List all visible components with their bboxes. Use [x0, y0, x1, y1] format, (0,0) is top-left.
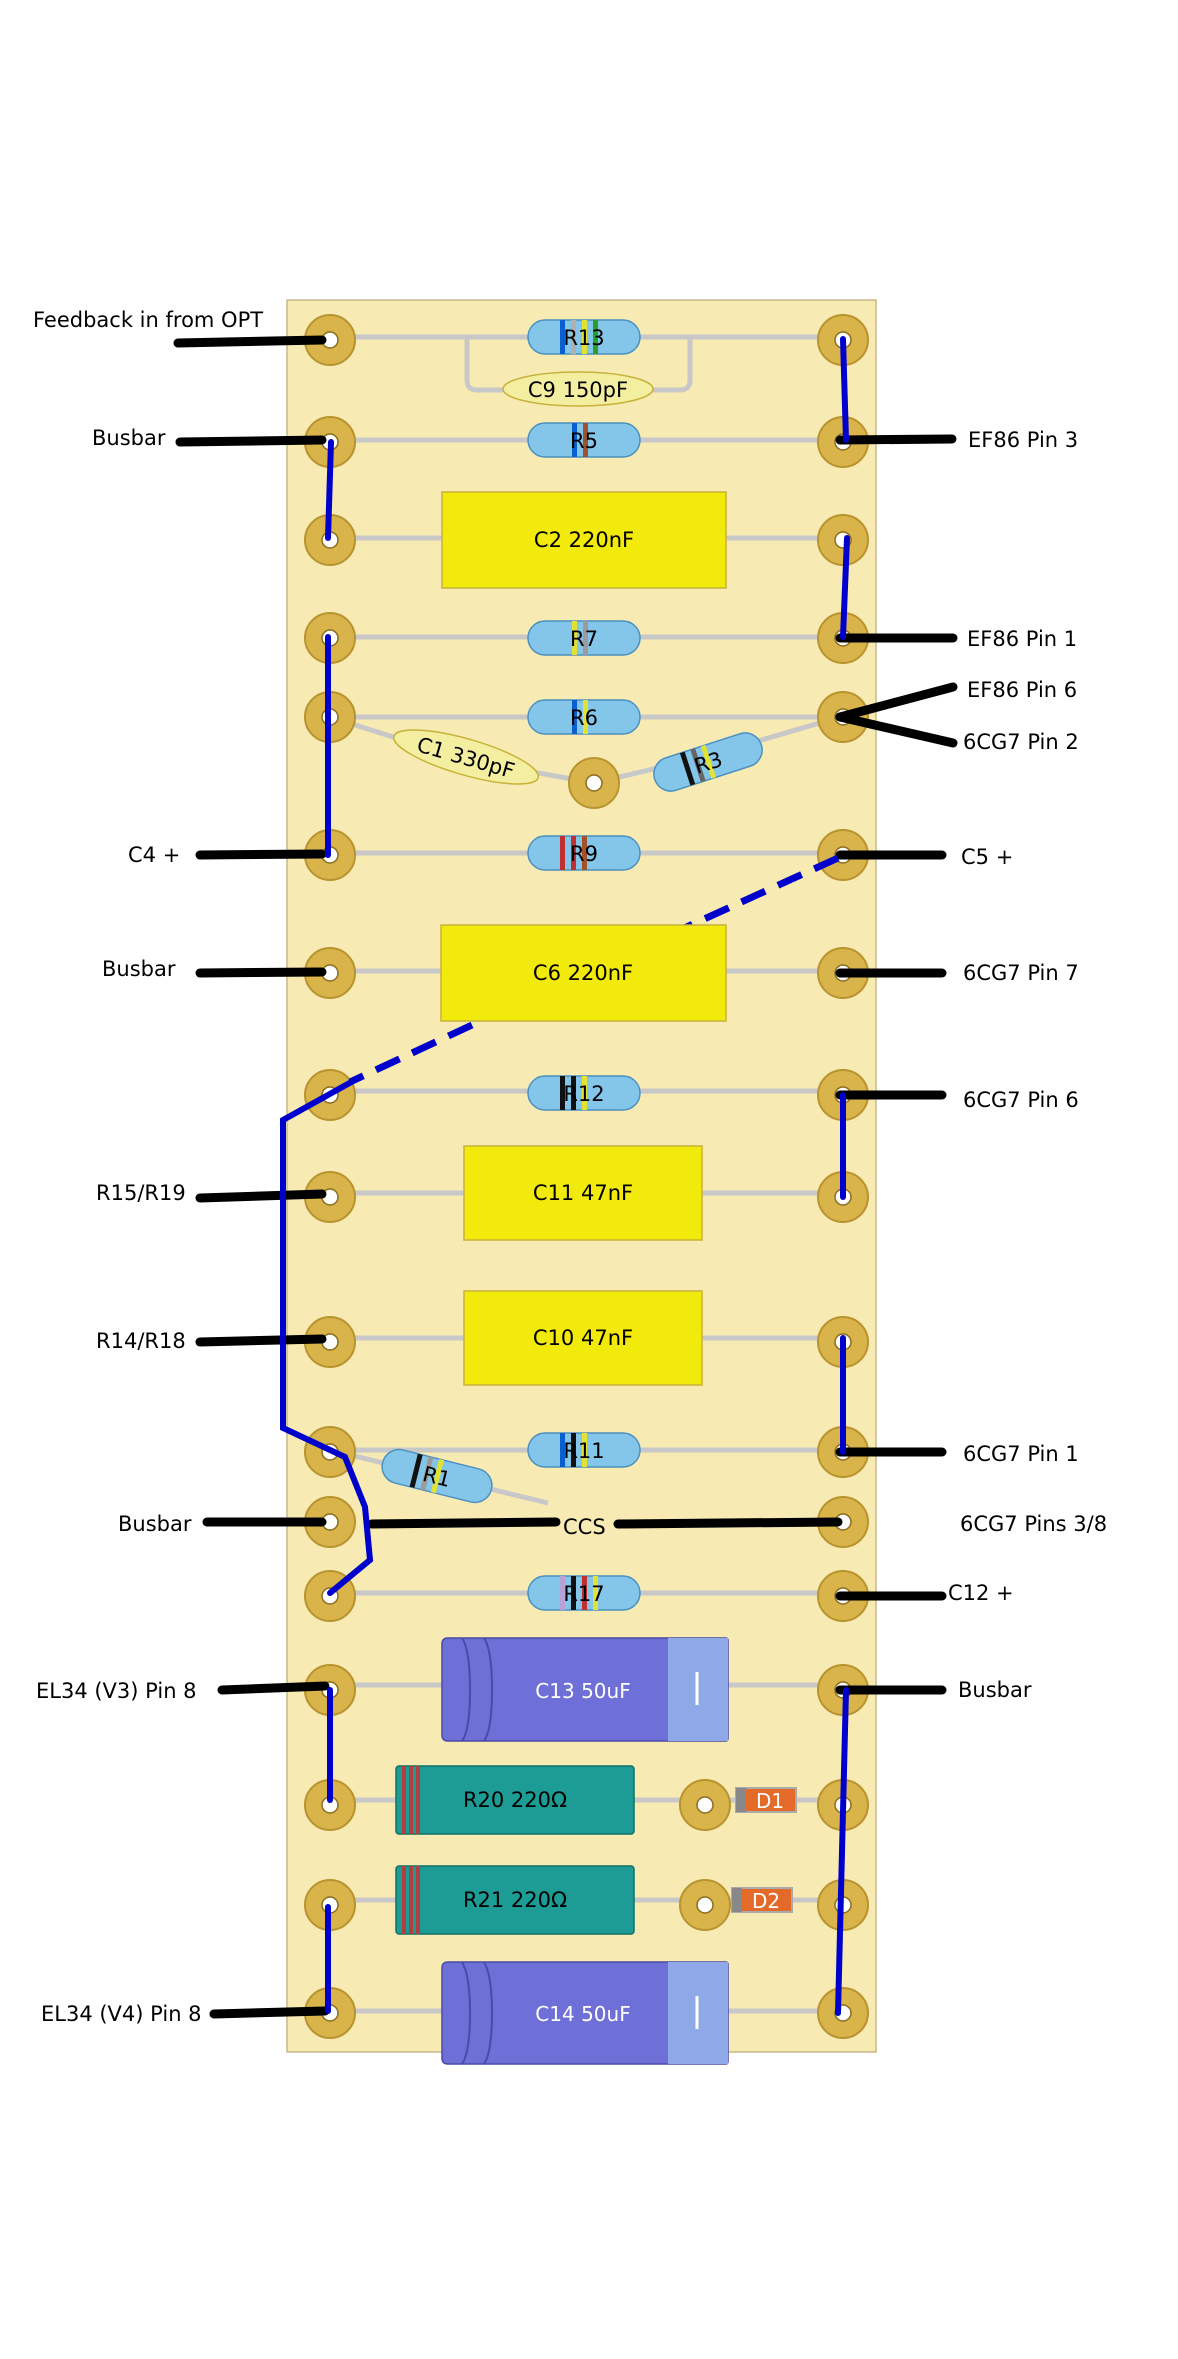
- capacitor-c13-label: C13 50uF: [535, 1679, 630, 1703]
- power-resistors: R20 220Ω R21 220Ω: [395, 1765, 635, 1935]
- turret-pad: [817, 1987, 869, 2039]
- turret-pad: [679, 1779, 731, 1831]
- capacitor-c1: [392, 729, 540, 785]
- label-6cg7-pin2: 6CG7 Pin 2: [963, 730, 1079, 754]
- diode-d2-label: D2: [752, 1889, 780, 1913]
- resistor-r11-label: R11: [563, 1439, 604, 1463]
- label-6cg7-pin1: 6CG7 Pin 1: [963, 1442, 1079, 1466]
- resistor-r20: [395, 1765, 635, 1835]
- turret-pad: [304, 947, 356, 999]
- film-capacitors: C2 220nF C6 220nF C11 47nF C10 47nF: [440, 491, 727, 1386]
- resistor-r13: R13: [527, 319, 641, 355]
- resistor-r20-label: R20 220Ω: [463, 1788, 567, 1812]
- diodes: D1 D2: [731, 1787, 797, 1913]
- resistor-r12-label: R12: [563, 1082, 604, 1106]
- resistor-r5: R5: [527, 422, 641, 458]
- label-busbar-2: Busbar: [102, 957, 176, 981]
- resistor-r1: R1: [381, 1448, 493, 1504]
- label-ef86-pin3: EF86 Pin 3: [968, 428, 1078, 452]
- turret-pad: [817, 514, 869, 566]
- capacitor-c9-label: C9 150pF: [528, 378, 628, 402]
- label-busbar-4: Busbar: [958, 1678, 1032, 1702]
- label-busbar-1: Busbar: [92, 426, 166, 450]
- connection-labels: Feedback in from OPT Busbar C4 + Busbar …: [33, 308, 1107, 2026]
- label-ef86-pin1: EF86 Pin 1: [967, 627, 1077, 651]
- label-6cg7-pin7: 6CG7 Pin 7: [963, 961, 1079, 985]
- label-r15-r19: R15/R19: [96, 1181, 186, 1205]
- resistor-r11: R11: [527, 1432, 641, 1468]
- label-r14-r18: R14/R18: [96, 1329, 186, 1353]
- diode-d1-label: D1: [756, 1789, 784, 1813]
- label-c4-plus: C4 +: [128, 843, 180, 867]
- resistor-r6: R6: [527, 699, 641, 735]
- label-el34-v4: EL34 (V4) Pin 8: [41, 2002, 202, 2026]
- wire-links-dashed: [348, 854, 840, 1086]
- resistor-r6-label: R6: [570, 706, 598, 730]
- resistor-r12: R12: [527, 1075, 641, 1111]
- capacitor-c10-label: C10 47nF: [533, 1326, 633, 1350]
- resistor-r13-label: R13: [563, 326, 604, 350]
- label-ef86-pin6: EF86 Pin 6: [967, 678, 1077, 702]
- resistor-r17: R17: [527, 1575, 641, 1611]
- resistor-r9: R9: [527, 835, 641, 871]
- capacitor-c10: [463, 1290, 703, 1386]
- capacitor-c2: [441, 491, 727, 589]
- resistor-r5-label: R5: [570, 429, 598, 453]
- label-busbar-3: Busbar: [118, 1512, 192, 1536]
- wire-links: [280, 336, 850, 2016]
- capacitor-c2-label: C2 220nF: [534, 528, 634, 552]
- turret-pad: [679, 1879, 731, 1931]
- resistor-r3: R3: [653, 732, 763, 792]
- electrolytic-capacitors: C13 50uF C14 50uF: [441, 1637, 729, 2065]
- capacitor-c9: [502, 371, 654, 407]
- resistor-r7-label: R7: [570, 627, 598, 651]
- resistor-r9-label: R9: [570, 842, 598, 866]
- capacitor-c6-label: C6 220nF: [533, 961, 633, 985]
- resistor-r7: R7: [527, 620, 641, 656]
- capacitor-c11: [463, 1145, 703, 1241]
- resistor-r21: [395, 1865, 635, 1935]
- label-c12-plus: C12 +: [948, 1581, 1014, 1605]
- turret-pad: [304, 314, 356, 366]
- turret-pad: [304, 1171, 356, 1223]
- resistor-r21-label: R21 220Ω: [463, 1888, 567, 1912]
- capacitor-c14-label: C14 50uF: [535, 2002, 630, 2026]
- label-6cg7-pin6: 6CG7 Pin 6: [963, 1088, 1079, 1112]
- label-ccs: CCS: [563, 1515, 606, 1539]
- external-leads: [173, 335, 958, 2019]
- turret-pad: [817, 1496, 869, 1548]
- label-feedback: Feedback in from OPT: [33, 308, 263, 332]
- label-c5-plus: C5 +: [961, 845, 1013, 869]
- turret-pad: [304, 1779, 356, 1831]
- label-el34-v3: EL34 (V3) Pin 8: [36, 1679, 197, 1703]
- label-6cg7-pins-3-8: 6CG7 Pins 3/8: [960, 1512, 1107, 1536]
- turret-pad: [568, 757, 620, 809]
- resistor-r17-label: R17: [563, 1582, 604, 1606]
- capacitor-c6: [440, 924, 727, 1022]
- capacitor-c11-label: C11 47nF: [533, 1181, 633, 1205]
